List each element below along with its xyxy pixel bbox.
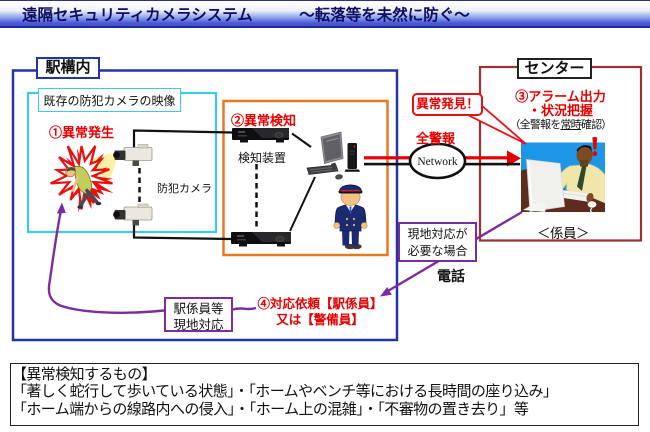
svg-text:Network: Network <box>417 156 457 168</box>
